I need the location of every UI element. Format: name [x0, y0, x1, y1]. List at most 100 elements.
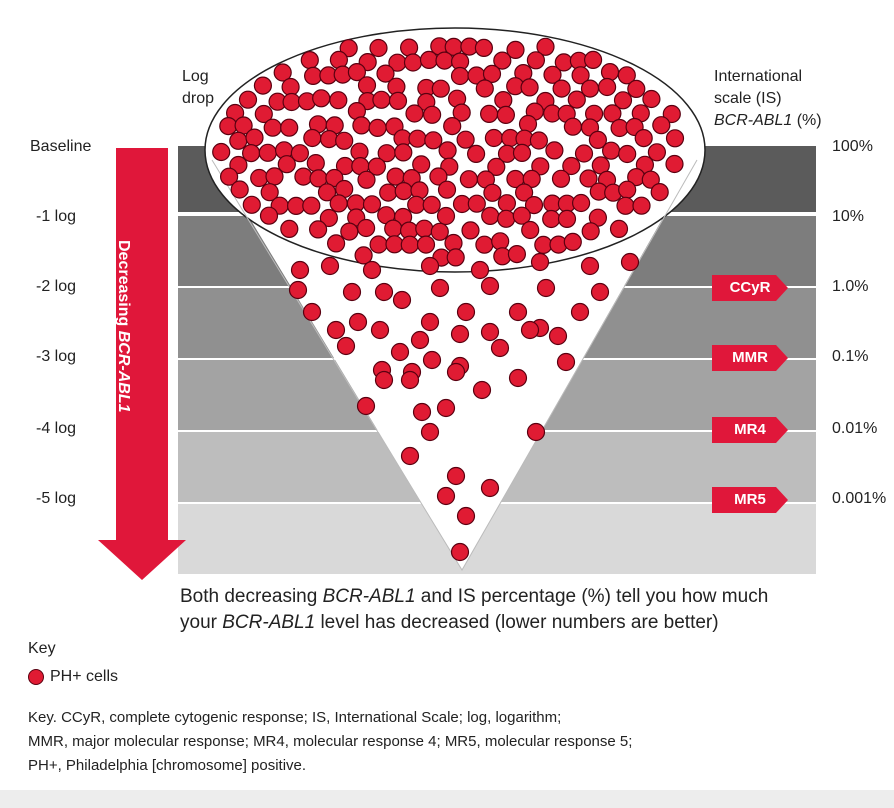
- ph-cell: [480, 478, 500, 498]
- ph-cell: [422, 350, 442, 370]
- row-log-label: Baseline: [30, 138, 92, 155]
- ph-cell: [303, 128, 322, 148]
- ccyr-badge: CCyR: [712, 275, 788, 301]
- ph-cell: [317, 183, 337, 202]
- gene-name: BCR-ABL1: [714, 112, 793, 129]
- ph-cell: [456, 302, 476, 322]
- ph-cell: [552, 79, 571, 98]
- ph-cell: [456, 506, 476, 526]
- ph-cell: [497, 194, 516, 213]
- ph-cell: [306, 154, 325, 173]
- ph-cell: [665, 129, 685, 148]
- ph-cell: [545, 141, 564, 160]
- ph-cell: [634, 129, 653, 148]
- ph-cell: [357, 76, 377, 95]
- ph-cell: [300, 50, 319, 70]
- ph-cell: [384, 219, 403, 238]
- row-log-label: -3 log: [36, 348, 77, 365]
- row-log-label: -2 log: [36, 278, 77, 295]
- ph-cell: [416, 235, 436, 254]
- ph-cell: [253, 76, 272, 95]
- ph-cell: [400, 446, 420, 466]
- ph-cell: [319, 208, 338, 228]
- ph-cell: [452, 103, 471, 122]
- ph-cell: [493, 51, 512, 70]
- ph-cell: [556, 352, 576, 372]
- ph-cell: [339, 39, 358, 58]
- ph-cell: [392, 290, 412, 310]
- key-title: Key: [28, 640, 56, 657]
- ph-cell: [650, 183, 669, 202]
- ph-cell: [567, 90, 586, 109]
- ph-cell: [367, 157, 386, 176]
- ph-cell: [443, 116, 462, 136]
- ph-cell: [562, 156, 581, 176]
- ph-cell: [422, 195, 441, 214]
- ph-cell-icon: [28, 669, 44, 685]
- ph-cell: [336, 336, 356, 356]
- ph-cell: [642, 89, 661, 109]
- ph-cell: [580, 256, 600, 276]
- ph-cell: [600, 62, 620, 82]
- ph-cell: [430, 222, 449, 241]
- ph-cell: [480, 104, 499, 124]
- decreasing-arrow-label: Decreasing BCR-ABL1: [115, 240, 132, 413]
- ph-cell: [260, 183, 279, 202]
- ph-cell: [467, 194, 486, 213]
- log-drop-header: Log drop: [182, 68, 215, 107]
- ph-cell: [610, 118, 629, 138]
- ph-cell: [420, 422, 440, 442]
- ph-cell: [480, 276, 500, 296]
- ph-cell: [340, 222, 359, 241]
- ph-cell: [531, 157, 550, 176]
- ph-cell: [472, 380, 492, 400]
- ph-cell: [290, 144, 309, 163]
- is-scale-header: International scale (IS) BCR-ABL1 (%): [714, 68, 822, 129]
- ph-cell: [281, 77, 300, 97]
- ph-cell: [450, 66, 470, 86]
- ph-cell: [521, 220, 540, 240]
- footnote-line: Key. CCyR, complete cytogenic response; …: [28, 709, 562, 726]
- ph-cell: [620, 252, 640, 272]
- ph-cell: [563, 117, 583, 136]
- key-item-label: PH+ cells: [50, 668, 119, 685]
- ph-cell: [320, 130, 339, 149]
- ph-cell: [450, 542, 470, 562]
- ph-cell: [335, 131, 354, 150]
- ph-cell: [597, 77, 617, 97]
- row-percent-label: 10%: [832, 208, 865, 225]
- ph-cell: [403, 53, 423, 72]
- ph-cell: [450, 324, 470, 344]
- row-log-label: -1 log: [36, 208, 77, 225]
- diagram-caption: Both decreasing BCR-ABL1 and IS percenta…: [180, 586, 769, 633]
- ph-cell: [530, 252, 550, 272]
- ph-cell: [410, 330, 430, 350]
- ph-cell: [474, 38, 493, 58]
- mr4-badge: MR4: [712, 417, 788, 443]
- ph-cell: [512, 143, 532, 162]
- ph-cell: [374, 282, 394, 302]
- ph-cell: [277, 155, 296, 174]
- ph-cell: [551, 169, 571, 188]
- ph-cell: [497, 209, 516, 228]
- ph-cell: [529, 131, 549, 150]
- ph-cell: [446, 466, 466, 486]
- ph-cell: [588, 130, 608, 149]
- ph-cell: [302, 302, 322, 322]
- ph-cell: [419, 50, 439, 70]
- ph-cell: [415, 219, 434, 238]
- ph-cell: [618, 144, 637, 164]
- ph-cell: [357, 170, 376, 189]
- ph-cell: [507, 245, 527, 264]
- ph-cell: [520, 78, 539, 97]
- ph-cell: [616, 196, 635, 215]
- ph-cell: [456, 130, 475, 149]
- ph-cell: [524, 196, 544, 215]
- ph-cell: [665, 154, 684, 174]
- ph-cell: [347, 62, 366, 82]
- ph-cell: [320, 256, 340, 276]
- row-percent-label: 100%: [832, 138, 873, 155]
- ph-cell: [388, 91, 408, 111]
- ph-cell: [617, 66, 636, 85]
- ph-cell: [570, 302, 590, 322]
